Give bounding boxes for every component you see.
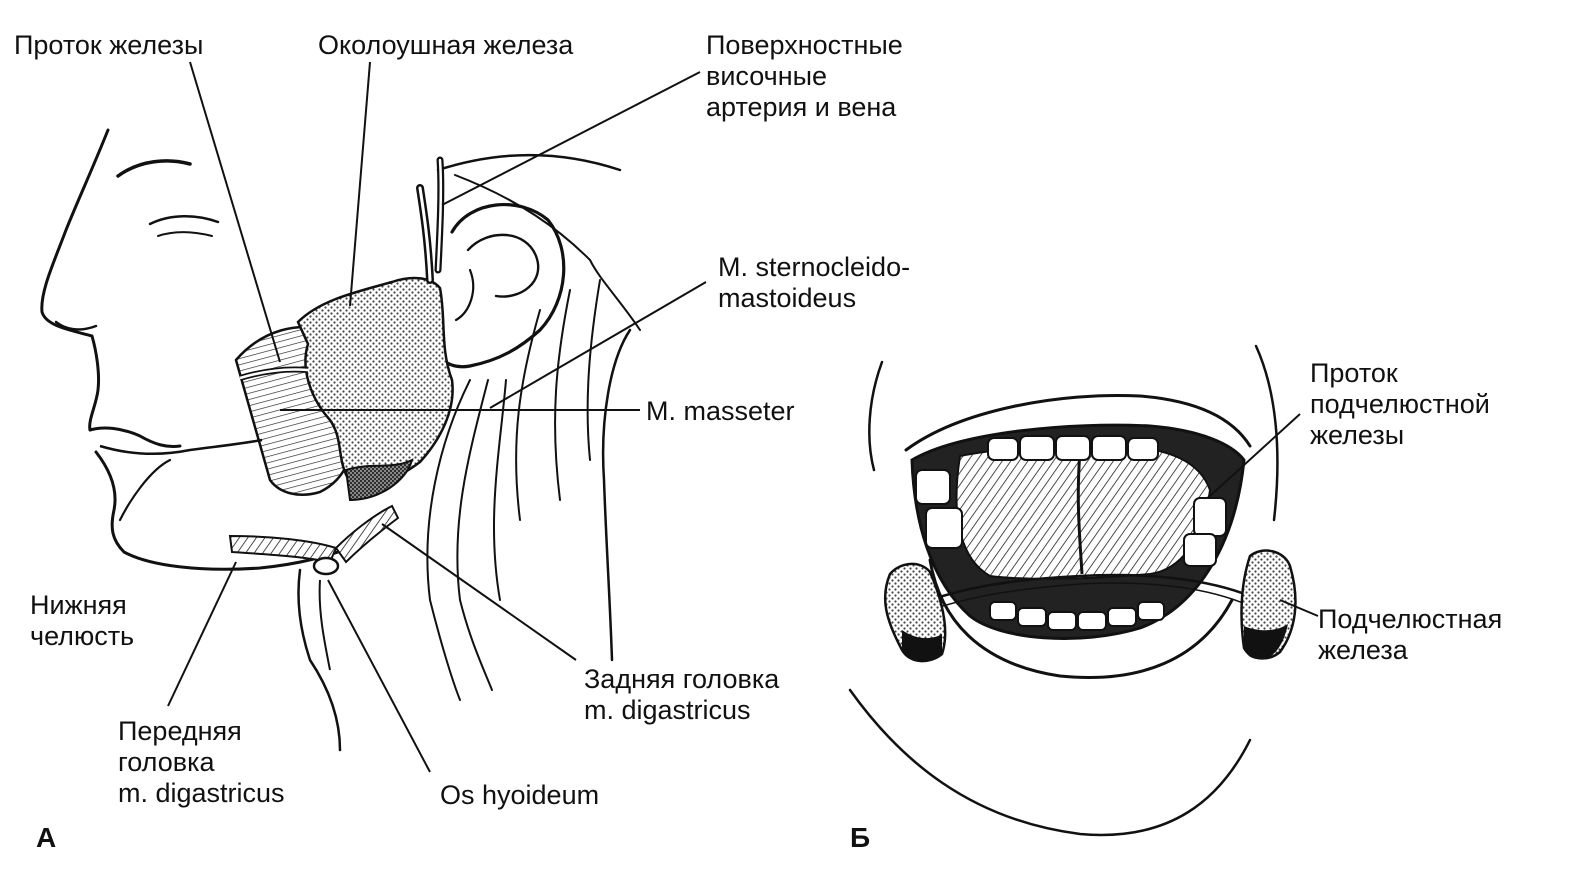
label-submandibular-duct: Проток подчелюстной железы xyxy=(1310,358,1490,450)
leader-lines-a xyxy=(167,61,707,773)
parotid-gland xyxy=(296,276,454,487)
lower-teeth xyxy=(989,601,1165,631)
posterior-digastric-belly xyxy=(334,504,400,564)
leader-lines-b xyxy=(1209,413,1319,617)
side-teeth xyxy=(915,469,1227,567)
ear xyxy=(428,202,566,369)
tongue xyxy=(955,444,1212,580)
hyoid-bone xyxy=(312,556,340,576)
parotid-deep-part xyxy=(344,458,414,502)
temporal-vessels xyxy=(416,156,445,284)
label-masseter: M. masseter xyxy=(646,396,795,426)
anterior-digastric-belly xyxy=(228,534,338,564)
label-temporal-vessels: Поверхностные височные артерия и вена xyxy=(706,30,903,122)
label-submandibular-gland: Подчелюстная железа xyxy=(1318,604,1503,665)
label-mandible: Нижняя челюсть xyxy=(30,590,135,651)
label-gland-duct: Проток железы xyxy=(14,30,204,60)
face-profile xyxy=(40,128,641,752)
teeth-a xyxy=(99,438,263,456)
label-anterior-digastric: Передняя головка m. digastricus xyxy=(118,716,285,808)
submandibular-ducts xyxy=(929,573,1251,611)
panel-letter-b: Б xyxy=(850,822,871,853)
label-sternocleidomastoideus: M. sternocleido- mastoideus xyxy=(718,252,911,313)
mouth-view xyxy=(848,344,1279,837)
neck-muscles xyxy=(426,279,601,701)
label-os-hyoideum: Os hyoideum xyxy=(440,780,600,810)
panel-letter-a: А xyxy=(36,822,57,853)
upper-teeth xyxy=(987,435,1159,461)
label-parotid-gland: Околоушная железа xyxy=(318,30,574,60)
label-posterior-digastric: Задняя головка m. digastricus xyxy=(584,664,780,725)
